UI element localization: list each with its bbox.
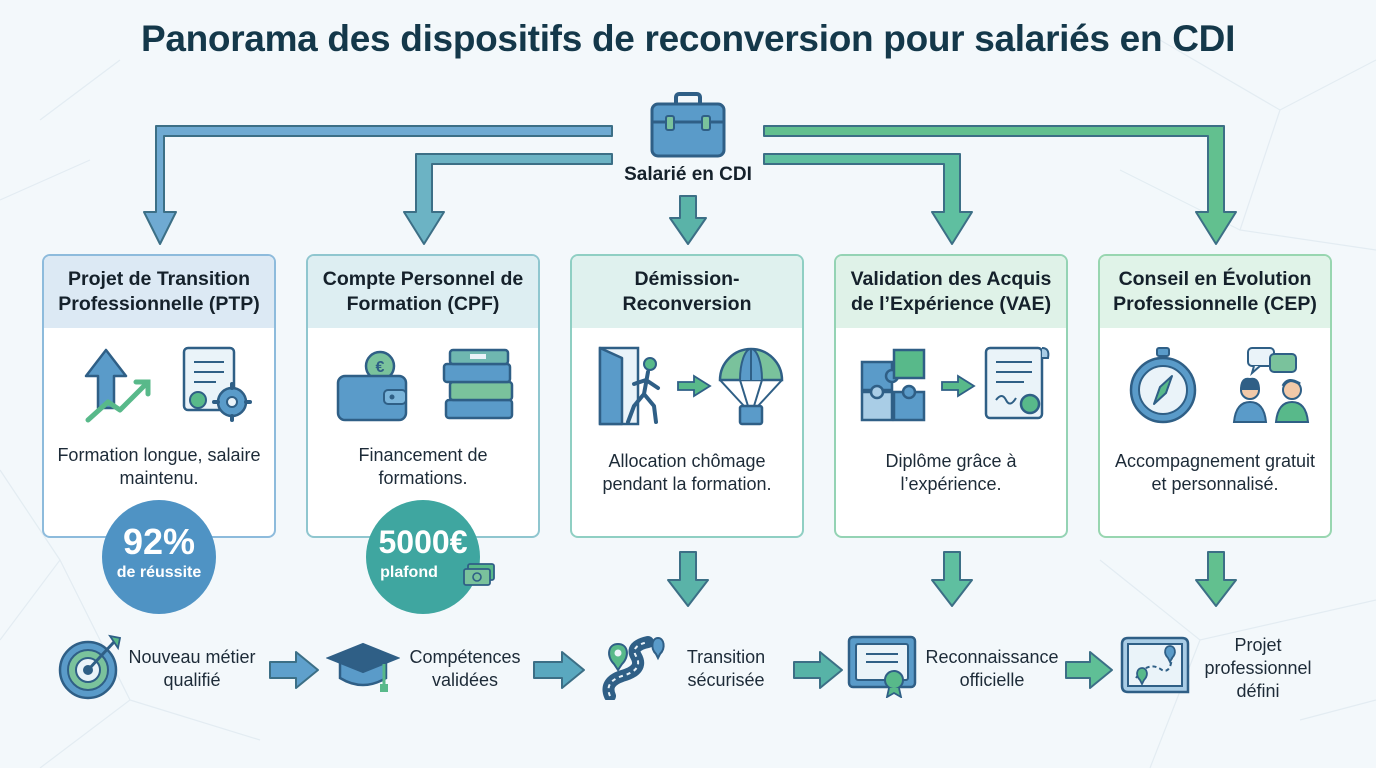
outcome-label: Projet professionnel défini	[1204, 635, 1312, 701]
stat-badge-success: 92% de réussite	[102, 500, 216, 614]
stat-badge-ceiling: 5000€ plafond	[366, 500, 480, 614]
card-title: Conseil en Évolution Professionnelle (CE…	[1100, 256, 1330, 328]
compass-icon	[1128, 346, 1198, 431]
outcome-label: Transition sécurisée	[686, 647, 766, 690]
growth-arrow-icon	[80, 346, 154, 431]
badge-label: plafond	[380, 564, 438, 581]
card-ptp: Projet de Transition Professionnelle (PT…	[42, 254, 276, 538]
certificate-gear-icon	[180, 344, 254, 431]
card-text: Diplôme grâce à l’expérience.	[885, 451, 1017, 494]
badge-value: 92%	[122, 521, 196, 562]
card-cep: Conseil en Évolution Professionnelle (CE…	[1098, 254, 1332, 538]
card-cpf: Compte Personnel de Formation (CPF) € Fi…	[306, 254, 540, 538]
exit-door-icon	[594, 344, 668, 433]
card-demission: Démission-Reconversion Allocation chômag…	[570, 254, 804, 538]
graduation-cap-icon	[325, 640, 401, 701]
outcome-label: Reconnaissance officielle	[925, 647, 1059, 690]
card-text: Financement de formations.	[358, 445, 488, 488]
map-icon	[1118, 634, 1190, 703]
road-map-pin-icon	[600, 630, 672, 705]
diploma-icon	[982, 344, 1052, 433]
card-title: Validation des Acquis de l’Expérience (V…	[836, 256, 1066, 328]
small-arrow-icon	[940, 374, 976, 403]
target-icon	[58, 632, 124, 707]
card-title: Compte Personnel de Formation (CPF)	[308, 256, 538, 328]
card-text: Accompagnement gratuit et personnalisé.	[1114, 451, 1316, 494]
certificate-icon	[846, 634, 918, 703]
banknote-icon	[462, 562, 496, 593]
briefcase-icon	[649, 92, 727, 160]
books-icon	[440, 348, 518, 429]
card-text: Allocation chômage pendant la formation.	[602, 451, 772, 494]
outcome-label: Nouveau métier qualifié	[128, 647, 256, 690]
card-title: Projet de Transition Professionnelle (PT…	[44, 256, 274, 328]
badge-value: 5000€	[378, 524, 468, 560]
small-arrow-icon	[676, 374, 712, 403]
parachute-icon	[716, 344, 786, 433]
advisors-icon	[1228, 346, 1318, 431]
svg-text:€: €	[376, 359, 385, 376]
card-text: Formation longue, salaire maintenu.	[57, 445, 261, 488]
hub-label: Salarié en CDI	[624, 164, 752, 185]
puzzle-icon	[858, 348, 934, 429]
card-title: Démission-Reconversion	[572, 256, 802, 328]
page-title: Panorama des dispositifs de reconversion…	[140, 18, 1236, 59]
outcome-label: Compétences validées	[409, 647, 521, 690]
badge-label: de réussite	[116, 564, 202, 581]
card-vae: Validation des Acquis de l’Expérience (V…	[834, 254, 1068, 538]
wallet-euro-icon: €	[334, 346, 412, 431]
